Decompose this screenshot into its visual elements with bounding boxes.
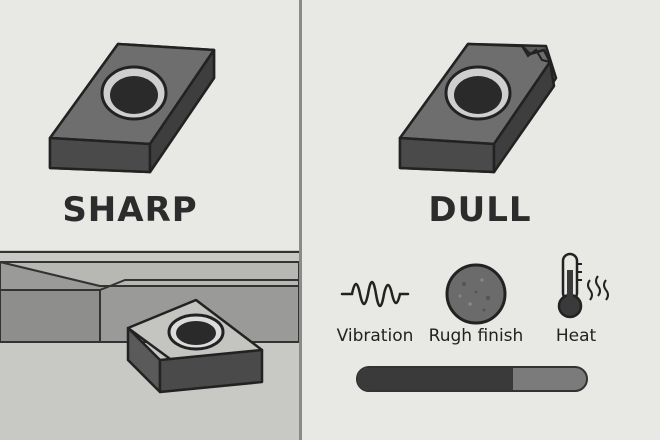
wear-level-bar [356, 366, 588, 392]
workpiece-with-insert-icon [0, 250, 300, 440]
vibration-label: Vibration [336, 326, 414, 346]
panel-divider [299, 0, 302, 440]
vibration-wave-icon [340, 280, 410, 308]
thermometer-heat-icon [557, 252, 609, 319]
sharp-insert-icon [48, 42, 216, 174]
dull-title: DULL [428, 190, 532, 230]
wear-level-fill [358, 368, 514, 390]
rough-finish-label: Rugh finish [428, 326, 524, 346]
sharp-title: SHARP [62, 190, 198, 230]
heat-label: Heat [555, 326, 597, 346]
dull-insert-icon [398, 42, 558, 174]
rough-surface-icon [445, 263, 507, 325]
